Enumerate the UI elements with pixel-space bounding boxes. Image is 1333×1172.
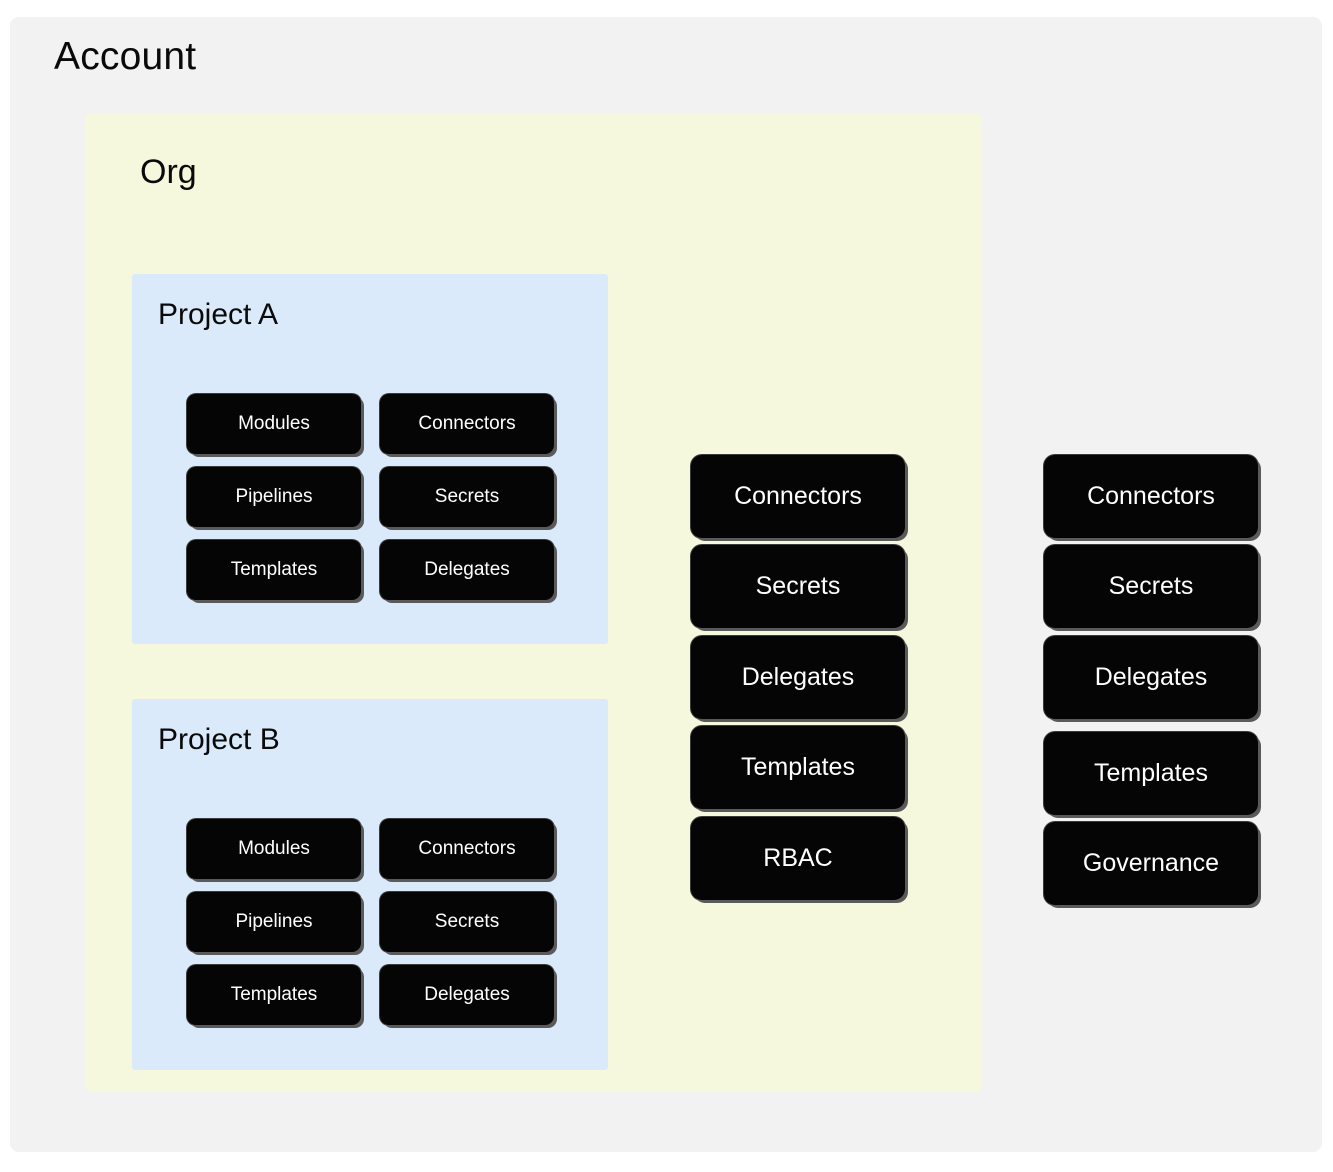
project-b-node-delegates[interactable]: Delegates — [380, 965, 554, 1025]
org-node-connectors[interactable]: Connectors — [691, 455, 905, 538]
project-b-node-connectors[interactable]: Connectors — [380, 819, 554, 879]
org-node-rbac[interactable]: RBAC — [691, 817, 905, 900]
project-a-node-connectors[interactable]: Connectors — [380, 394, 554, 454]
project-a-node-modules[interactable]: Modules — [187, 394, 361, 454]
project-b-node-modules[interactable]: Modules — [187, 819, 361, 879]
project-a-node-delegates[interactable]: Delegates — [380, 540, 554, 600]
account-node-templates[interactable]: Templates — [1044, 732, 1258, 815]
org-node-delegates[interactable]: Delegates — [691, 636, 905, 719]
account-node-governance[interactable]: Governance — [1044, 822, 1258, 905]
project-a-title: Project A — [158, 298, 279, 331]
account-node-connectors[interactable]: Connectors — [1044, 455, 1258, 538]
account-title: Account — [54, 35, 197, 78]
account-node-delegates[interactable]: Delegates — [1044, 636, 1258, 719]
project-a-container: Project A Modules Connectors Pipelines S… — [132, 274, 608, 644]
org-node-secrets[interactable]: Secrets — [691, 545, 905, 628]
project-b-container: Project B Modules Connectors Pipelines S… — [132, 699, 608, 1070]
project-a-node-pipelines[interactable]: Pipelines — [187, 467, 361, 527]
project-a-node-templates[interactable]: Templates — [187, 540, 361, 600]
org-title: Org — [140, 153, 197, 191]
project-b-title: Project B — [158, 723, 280, 756]
project-b-node-pipelines[interactable]: Pipelines — [187, 892, 361, 952]
project-b-node-templates[interactable]: Templates — [187, 965, 361, 1025]
account-node-secrets[interactable]: Secrets — [1044, 545, 1258, 628]
project-b-node-secrets[interactable]: Secrets — [380, 892, 554, 952]
account-scope-container: Account Org Project A Modules Connectors… — [10, 17, 1322, 1152]
org-node-templates[interactable]: Templates — [691, 726, 905, 809]
project-a-node-secrets[interactable]: Secrets — [380, 467, 554, 527]
